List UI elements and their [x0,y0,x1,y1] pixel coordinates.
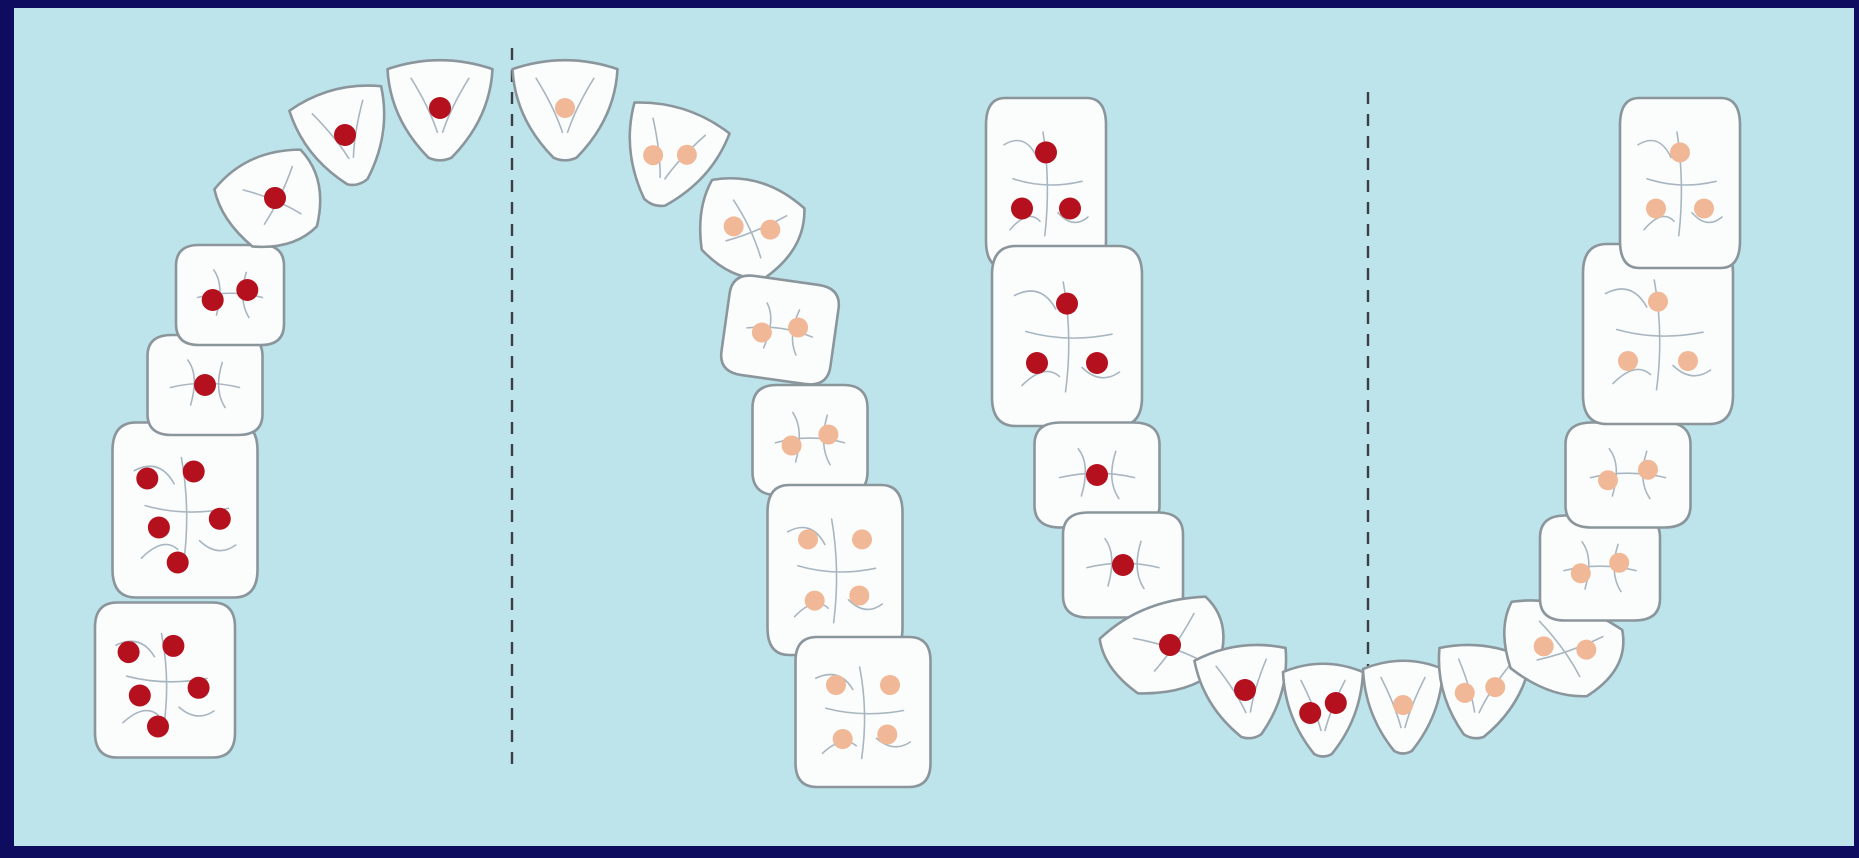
contact-point-primary [1112,554,1134,576]
tooth-crown-outline [1620,98,1740,268]
contact-point-primary [209,508,231,530]
contact-point-secondary [1638,460,1658,480]
contact-point-secondary [1598,470,1618,490]
lower-arch-tooth-2 [992,246,1142,426]
tooth-crown-outline [753,385,868,495]
contact-point-primary [1086,464,1108,486]
lower-arch-tooth-12 [1566,423,1691,528]
tooth-crown-outline [768,485,903,655]
contact-point-secondary [1393,695,1413,715]
contact-point-primary [194,374,216,396]
contact-point-secondary [1670,142,1690,162]
contact-point-primary [136,468,158,490]
upper-arch-tooth-1 [95,603,235,758]
contact-point-secondary [1609,553,1629,573]
contact-point-primary [1026,352,1048,374]
contact-point-primary [1035,141,1057,163]
upper-arch-tooth-3 [148,335,263,435]
contact-point-secondary [555,98,575,118]
upper-arch-tooth-11 [719,273,842,387]
upper-arch-tooth-2 [113,423,258,598]
tooth-crown-outline [176,245,284,345]
contact-point-primary [1056,293,1078,315]
contact-point-secondary [1571,563,1591,583]
contact-point-primary [429,97,451,119]
contact-point-secondary [877,725,897,745]
lower-arch-tooth-14 [1620,98,1740,268]
contact-point-primary [236,279,258,301]
contact-point-primary [202,289,224,311]
upper-arch-tooth-13 [768,485,903,655]
tooth-crown-outline [1540,516,1660,621]
tooth-crown-outline [719,273,842,387]
contact-point-primary [118,641,140,663]
tooth-crown-outline [986,98,1106,268]
tooth-crown-outline [1566,423,1691,528]
contact-point-secondary [833,729,853,749]
contact-point-secondary [1646,199,1666,219]
lower-arch-tooth-11 [1540,516,1660,621]
contact-point-primary [167,552,189,574]
contact-point-primary [147,716,169,738]
tooth-crown-outline [796,637,931,787]
lower-arch-tooth-1 [986,98,1106,268]
contact-point-secondary [805,591,825,611]
contact-point-primary [1059,198,1081,220]
contact-point-primary [1325,692,1347,714]
contact-point-primary [1086,352,1108,374]
contact-point-primary [129,685,151,707]
contact-point-secondary [782,436,802,456]
contact-point-secondary [852,529,872,549]
contact-point-secondary [1648,292,1668,312]
upper-arch-tooth-12 [753,385,868,495]
contact-point-secondary [1618,351,1638,371]
upper-arch-tooth-14 [796,637,931,787]
contact-point-secondary [880,675,900,695]
upper-arch-tooth-4 [176,245,284,345]
contact-point-primary [183,461,205,483]
lower-arch-tooth-13 [1583,244,1733,424]
contact-point-primary [148,517,170,539]
tooth-crown-outline [992,246,1142,426]
contact-point-secondary [1678,351,1698,371]
contact-point-primary [162,635,184,657]
contact-point-secondary [798,529,818,549]
contact-point-secondary [849,586,869,606]
contact-point-secondary [1694,199,1714,219]
contact-point-secondary [818,425,838,445]
contact-point-primary [1299,702,1321,724]
contact-point-secondary [826,675,846,695]
tooth-crown-outline [113,423,258,598]
contact-point-primary [188,677,210,699]
tooth-crown-outline [1583,244,1733,424]
contact-point-primary [1011,198,1033,220]
